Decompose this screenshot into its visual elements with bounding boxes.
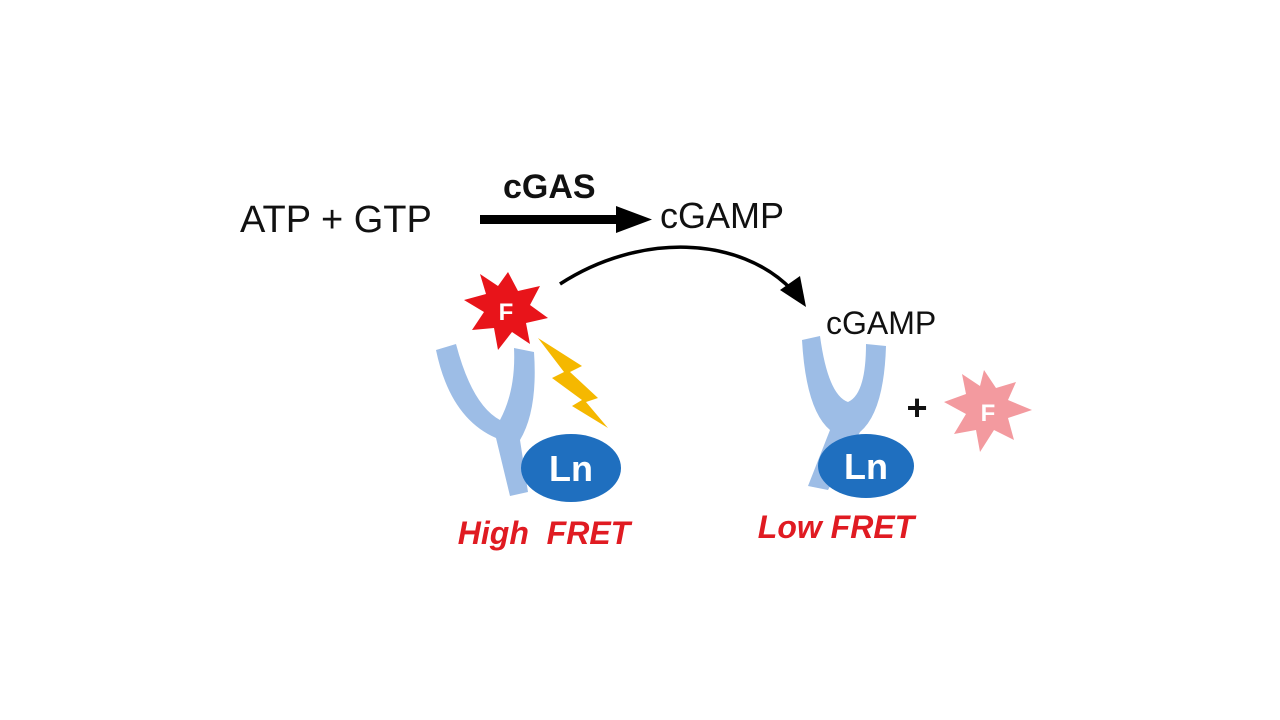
antibody-shape (802, 336, 886, 490)
plus-sign: + (906, 387, 927, 428)
antibody-shape (436, 344, 535, 496)
lanthanide-label: Ln (844, 446, 888, 487)
fluorophore-star (464, 272, 548, 350)
enzyme-label: cGAS (503, 168, 596, 206)
lanthanide-oval (818, 434, 914, 498)
product-label: cGAMP (660, 195, 784, 236)
free-fluorophore-label: F (981, 400, 996, 427)
high-fret-caption: High FRET (458, 515, 633, 551)
left-panel: F Ln High FRET (436, 272, 633, 551)
bound-cgamp-label: cGAMP (826, 305, 936, 341)
low-fret-caption: Low FRET (758, 509, 917, 545)
lanthanide-label: Ln (549, 448, 593, 489)
reaction-arrow (480, 206, 652, 233)
lanthanide-oval (521, 434, 621, 502)
curved-arrow (559, 245, 806, 307)
free-fluorophore-star (944, 370, 1032, 452)
fluorophore-label: F (499, 299, 514, 326)
lightning-icon (538, 338, 608, 428)
substrates-label: ATP + GTP (240, 199, 432, 241)
right-panel: cGAMP Ln + F Low FRET (758, 305, 1032, 545)
